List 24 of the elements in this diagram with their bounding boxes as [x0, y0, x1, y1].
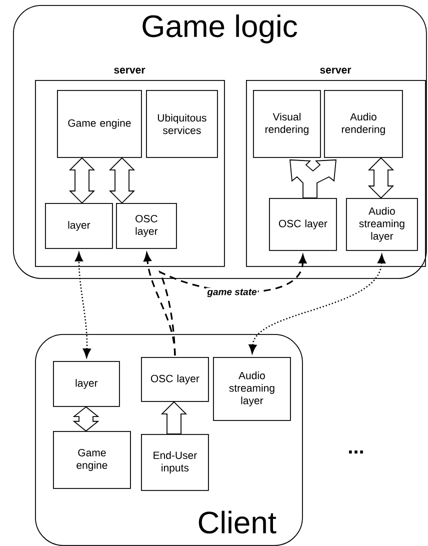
layer-box: OSC layer	[269, 198, 337, 251]
node-label: server	[320, 68, 352, 74]
layer-box: layer	[53, 361, 120, 407]
edge-label: game state	[206, 288, 258, 298]
layer-box: layer	[45, 203, 113, 249]
layer-box: Audio streaming layer	[213, 357, 291, 421]
double-arrow	[72, 406, 100, 432]
layer-box: Audio rendering	[324, 90, 403, 158]
layer-box: Game engine	[53, 431, 131, 489]
layer-box: Visual rendering	[253, 90, 321, 158]
double-arrow	[368, 157, 394, 199]
layer-box: OSC layer	[116, 203, 177, 249]
double-arrow	[108, 157, 136, 204]
layer-box: Audio streaming layer	[346, 198, 418, 251]
layer-box: Game engine	[57, 90, 142, 158]
arrow	[248, 254, 386, 354]
arrow	[75, 252, 91, 358]
layer-box: Ubiquitous services	[146, 90, 218, 158]
layer-box: End-User inputs	[141, 434, 209, 491]
ellipsis: ...	[349, 450, 363, 454]
split-arrow	[290, 159, 336, 198]
node-label: server	[114, 68, 146, 74]
double-arrow	[68, 157, 96, 204]
layer-box: OSC layer	[141, 357, 209, 402]
